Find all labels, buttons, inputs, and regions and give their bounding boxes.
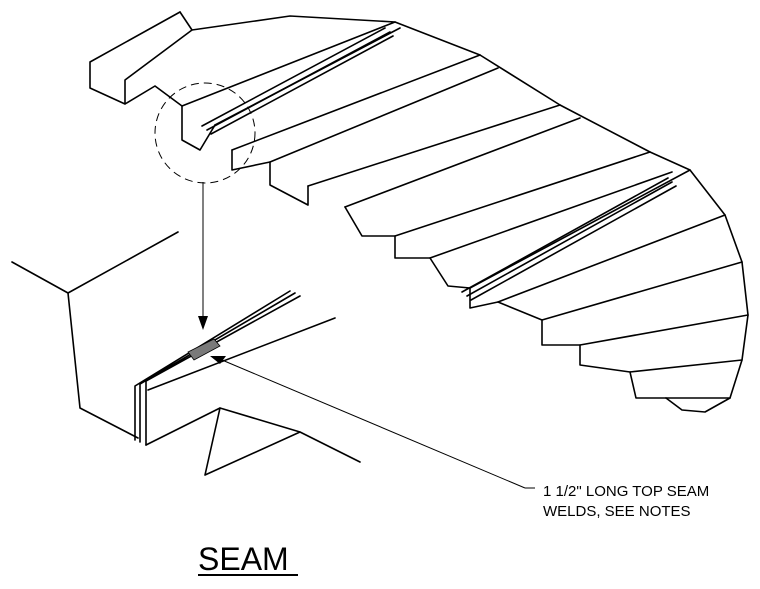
seam-right-panel: [145, 317, 361, 476]
deck-left-flute: [89, 11, 193, 107]
seam-enlargement: [11, 231, 361, 476]
deck-break-outline: [179, 11, 749, 413]
deck-crest-lines: [181, 21, 749, 399]
deck-seam-upper: [201, 27, 394, 135]
weld-leader: [210, 356, 535, 489]
top-seam-weld: [187, 338, 221, 361]
weld-callout-line2: WELDS, SEE NOTES: [543, 503, 691, 520]
seam-left-panel: [11, 231, 179, 439]
weld-callout-line1: 1 1/2" LONG TOP SEAM: [543, 483, 709, 500]
deck-seam-lower: [461, 177, 677, 301]
deck-panel-isometric: [89, 11, 749, 413]
detail-callout-circle: [154, 82, 256, 184]
deck-front-profile: [181, 105, 667, 399]
seam-standing-legs: [134, 290, 301, 446]
drawing-title: SEAM: [198, 541, 289, 577]
detail-arrow: [198, 182, 208, 330]
